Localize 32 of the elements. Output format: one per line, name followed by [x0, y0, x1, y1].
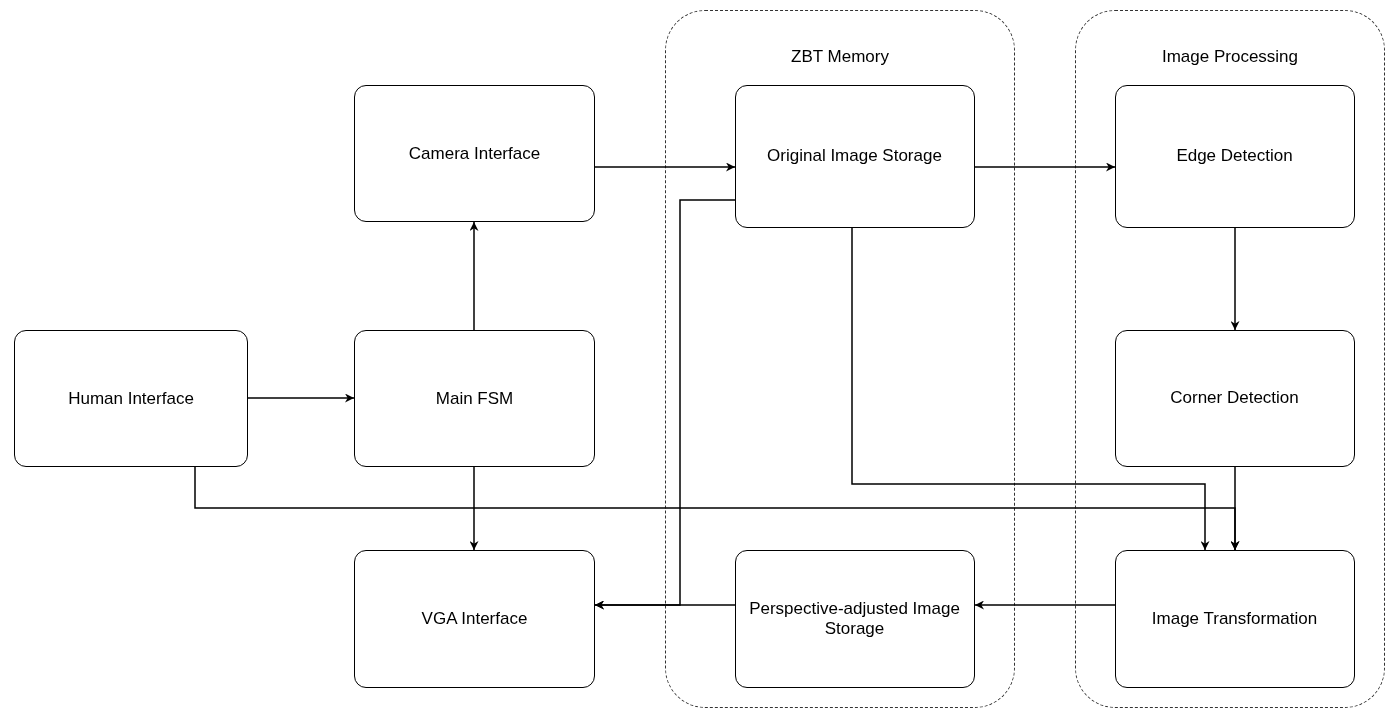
- group-title: Image Processing: [1160, 47, 1300, 67]
- node-label: Camera Interface: [408, 143, 541, 164]
- node-label: Perspective-adjusted Image Storage: [748, 598, 961, 639]
- node-label: Original Image Storage: [767, 146, 942, 166]
- arrow: [194, 466, 1240, 551]
- node-label: Main FSM: [435, 388, 514, 409]
- arrow: [594, 162, 736, 172]
- node-label: VGA Interface: [421, 609, 528, 629]
- dashed-group: [1075, 10, 1385, 708]
- node-label: Corner Detection: [1170, 388, 1299, 408]
- process-box: [1114, 329, 1355, 467]
- arrow: [851, 227, 1210, 551]
- dashed-group: [665, 10, 1015, 708]
- arrow: [1230, 227, 1240, 331]
- process-box: [354, 550, 595, 688]
- arrow: [974, 600, 1116, 610]
- node-label: Image Transformation: [1151, 608, 1318, 629]
- group-title: ZBT Memory: [790, 47, 890, 67]
- process-box: [1114, 549, 1355, 688]
- arrow: [974, 162, 1116, 172]
- arrow: [469, 221, 479, 331]
- arrow: [247, 393, 355, 403]
- process-box: [734, 84, 975, 228]
- process-box: [1114, 84, 1355, 228]
- process-box: [734, 549, 975, 688]
- process-box: [14, 330, 248, 467]
- node-label: Human Interface: [68, 388, 194, 409]
- node-label: Edge Detection: [1176, 146, 1293, 166]
- process-box: [354, 330, 595, 467]
- arrow: [469, 466, 479, 551]
- arrow: [594, 600, 736, 610]
- process-box: [354, 85, 595, 222]
